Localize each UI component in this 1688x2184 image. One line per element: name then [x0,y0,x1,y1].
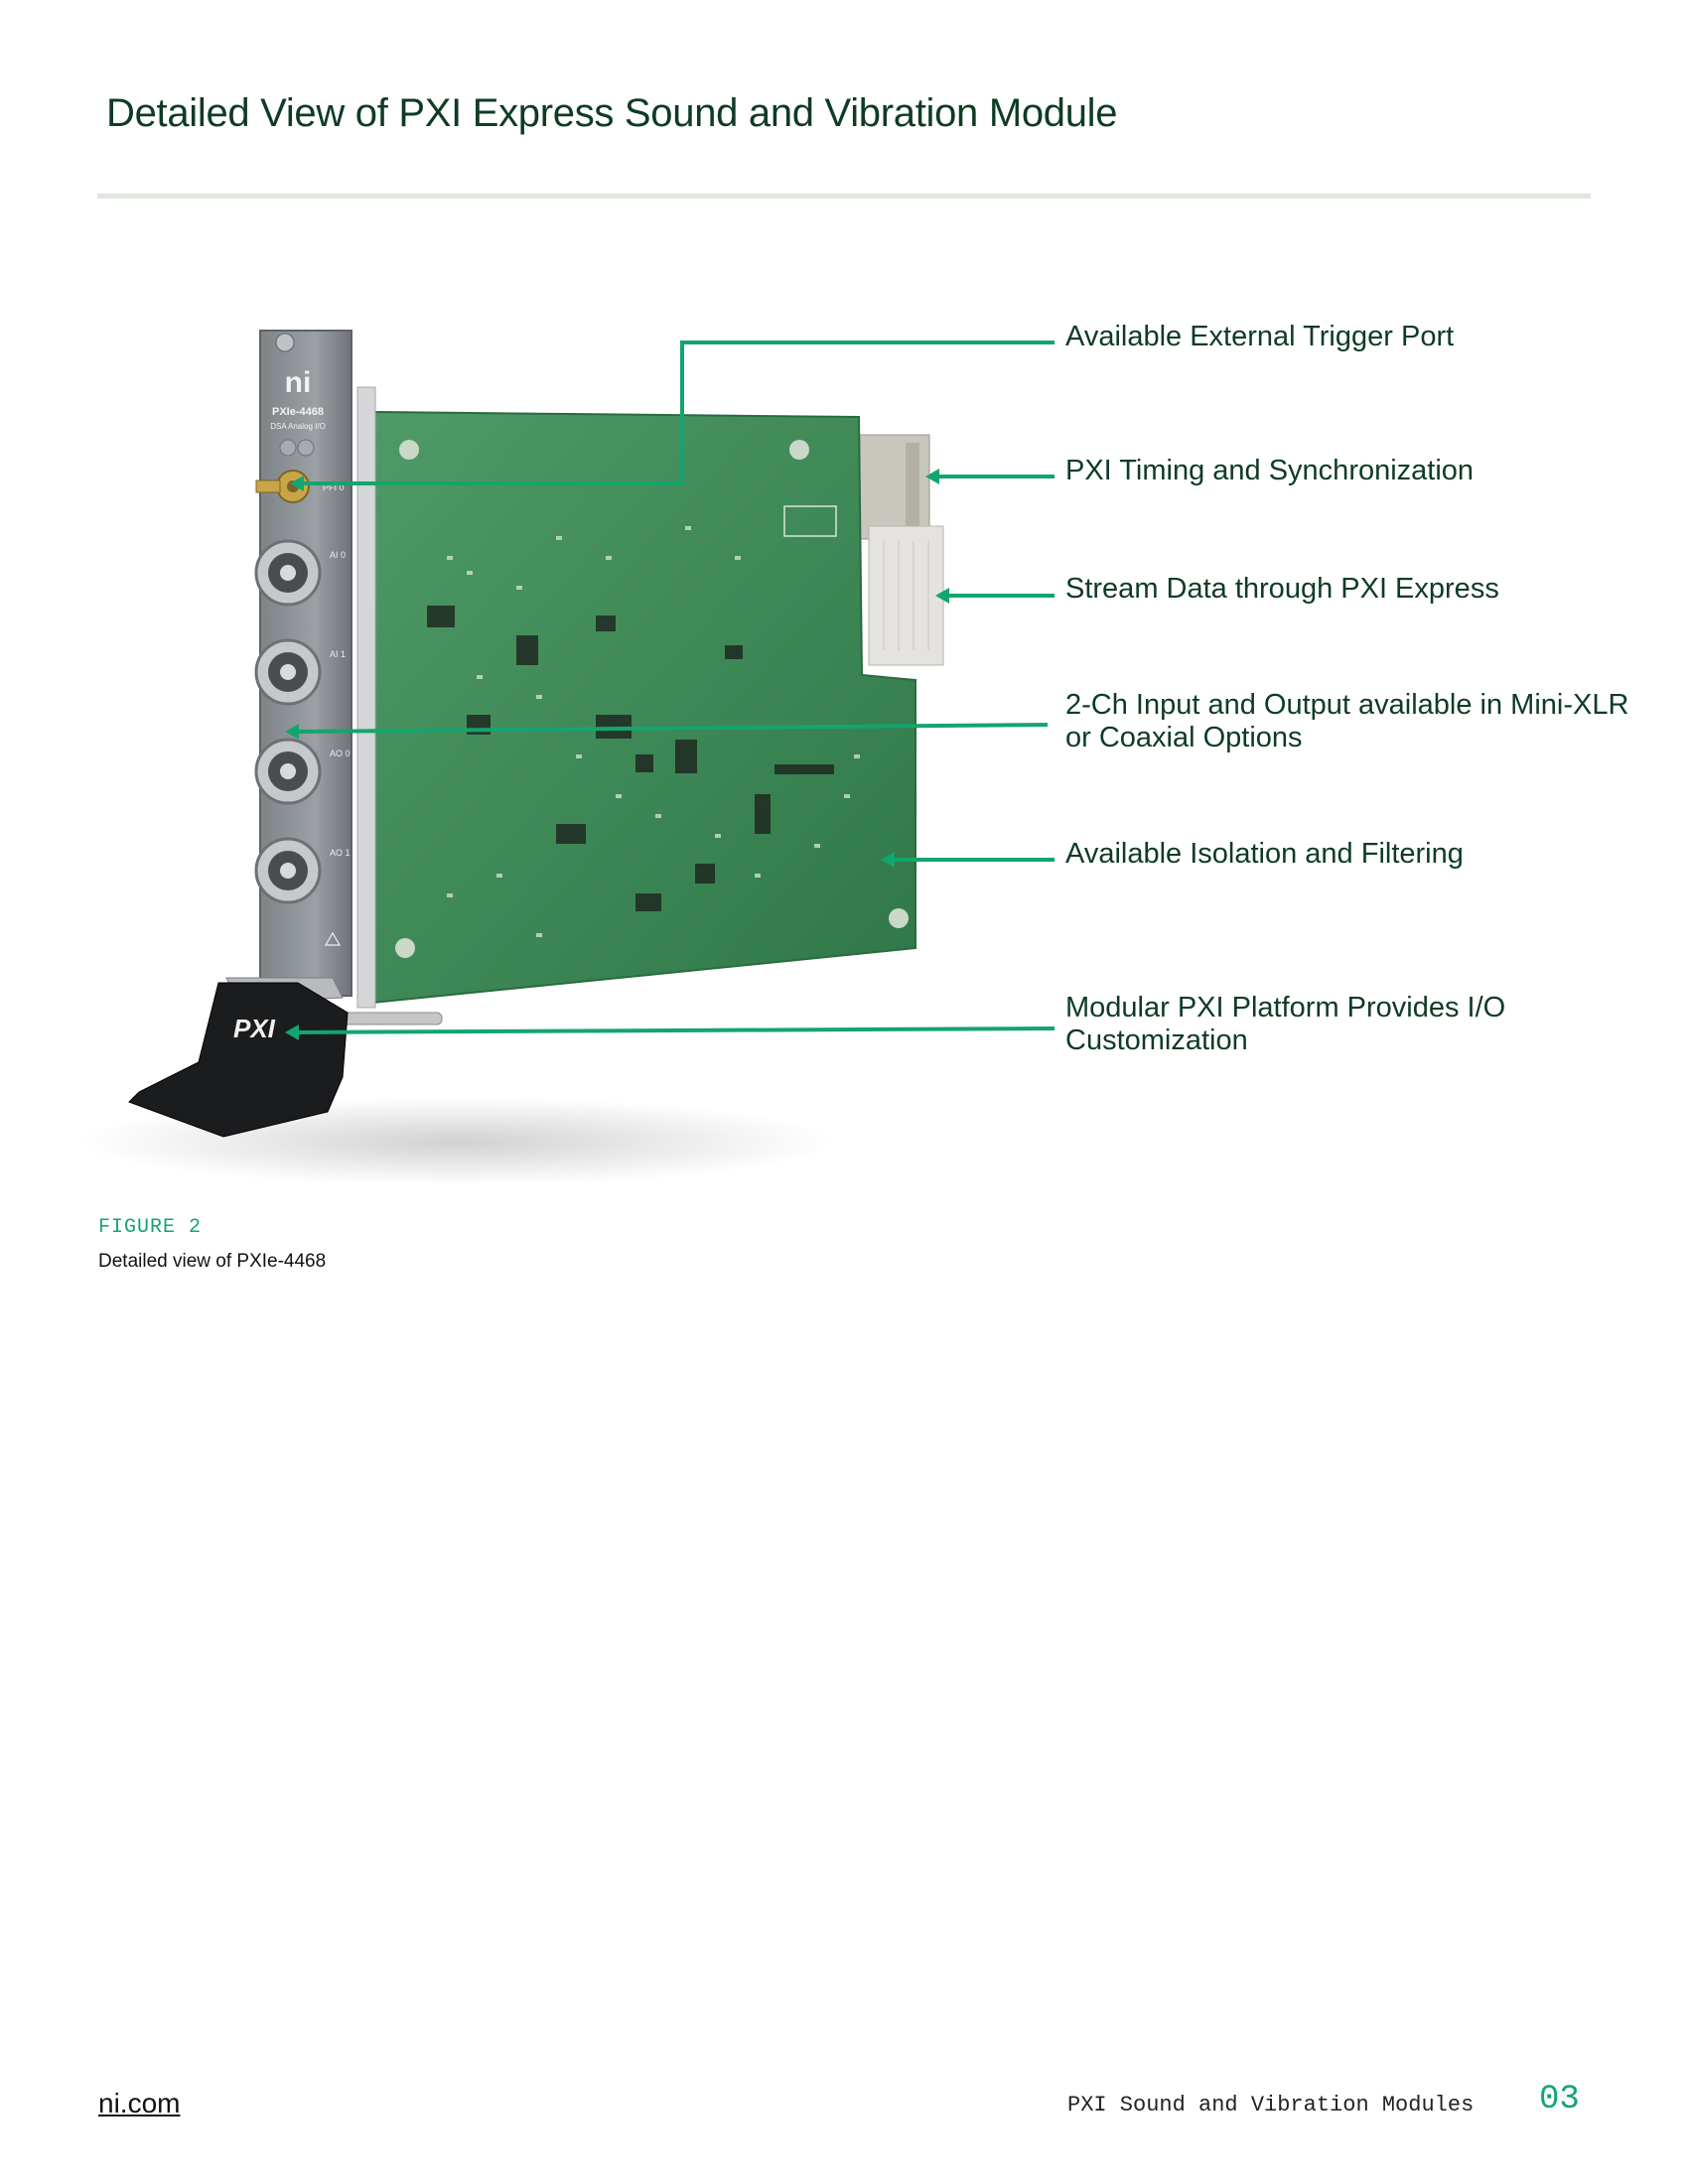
bnc-connector-ai1 [254,638,322,706]
pxi-logo: PXI [233,1014,276,1043]
svg-text:DSA Analog I/O: DSA Analog I/O [270,422,326,431]
figure-caption: Detailed view of PXIe-4468 [98,1251,327,1272]
page-title: Detailed View of PXI Express Sound and V… [106,91,1118,135]
pxie-4468-illustration: ni PXIe-4468 DSA Analog I/O PFI 0 AI 0 [79,330,1055,1186]
ejector-handle: PXI [128,977,443,1138]
callout-io-options: 2-Ch Input and Output available in Mini-… [1065,689,1629,753]
figure-2: ni PXIe-4468 DSA Analog I/O PFI 0 AI 0 [79,321,1629,1186]
circuit-board [371,410,916,1005]
front-panel: ni PXIe-4468 DSA Analog I/O PFI 0 AI 0 [254,330,352,997]
svg-text:PFI 0: PFI 0 [323,482,345,492]
callout-stream-data: Stream Data through PXI Express [1065,573,1499,605]
callout-trigger-port: Available External Trigger Port [1065,321,1455,352]
figure-label: FIGURE 2 [98,1216,203,1239]
svg-text:AI 0: AI 0 [330,550,346,560]
bnc-connector-ao0 [254,738,322,805]
svg-text:AO 0: AO 0 [330,749,351,758]
page-number: 03 [1539,2081,1580,2118]
footer-document-title: PXI Sound and Vibration Modules [1067,2093,1475,2117]
svg-text:PXIe-4468: PXIe-4468 [272,406,324,418]
leader-io-options [292,723,1049,734]
footer-site-link[interactable]: ni.com [98,2088,181,2118]
callout-isolation: Available Isolation and Filtering [1065,838,1464,870]
leader-modular-platform [292,1026,1055,1034]
callout-modular-platform: Modular PXI Platform Provides I/O Custom… [1065,992,1506,1056]
mounting-holes [395,440,909,958]
title-divider [97,194,1591,199]
callout-timing-sync: PXI Timing and Synchronization [1065,455,1475,486]
ni-logo: ni [285,366,312,399]
pxi-express-connector [868,525,944,666]
leader-trigger-port [298,341,1055,485]
pxi-timing-connector [859,434,930,540]
bnc-connector-ao1 [254,837,322,904]
svg-text:AI 1: AI 1 [330,649,346,659]
callout-arrowheads [285,469,949,1040]
bnc-connector-ai0 [254,539,322,607]
callout-leaders [292,341,1055,1034]
svg-text:AO 1: AO 1 [330,848,351,858]
